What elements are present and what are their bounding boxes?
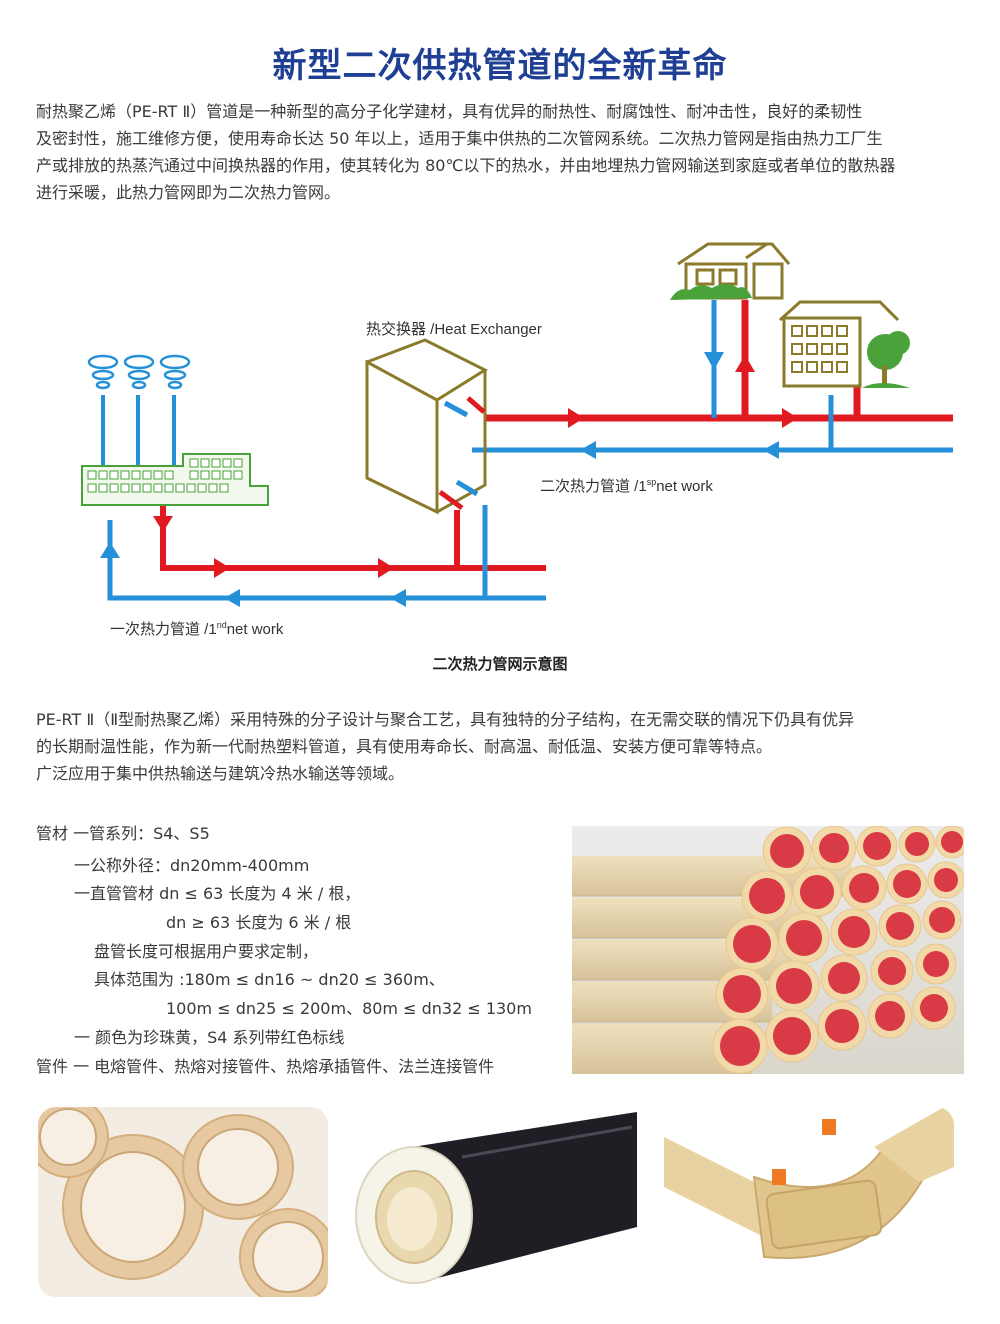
- factory-icon: [81, 453, 269, 506]
- spec-line-fittings: 管件 一 电熔管件、热熔对接管件、热熔承插管件、法兰连接管件: [36, 1057, 495, 1076]
- apartment-icon: [778, 300, 900, 388]
- spec-line-series: 管材 一管系列：S4、S5: [36, 824, 210, 843]
- exchanger-label: 热交换器 /Heat Exchanger: [366, 320, 542, 338]
- spec-line-coil: 盘管长度可根据用户要求定制，: [94, 942, 319, 961]
- secondary-network-label: 二次热力管道 /1spnet work: [540, 477, 713, 495]
- diagram-caption: 二次热力管网示意图: [432, 655, 568, 673]
- elbow-fitting-photo: [664, 1107, 954, 1297]
- tree-icon: [862, 331, 910, 388]
- spec-line-diameter: 一公称外径：dn20mm-400mm: [74, 856, 310, 875]
- spec-line-straight-2: dn ≥ 63 长度为 6 米 / 根: [166, 913, 352, 932]
- description-line: 广泛应用于集中供热输送与建筑冷热水输送等领域。: [36, 764, 405, 783]
- spec-line-color: 一 颜色为珍珠黄，S4 系列带红色标线: [74, 1028, 345, 1047]
- steam-icon: [87, 354, 191, 390]
- bush-icon: [670, 284, 752, 300]
- elbow-fitting-image: [664, 1107, 954, 1297]
- page-title: 新型二次供热管道的全新革命: [272, 46, 728, 86]
- spec-line-range: 具体范围为 :180m ≤ dn16 ~ dn20 ≤ 360m、: [94, 970, 445, 989]
- description-paragraph: PE-RT Ⅱ（Ⅱ型耐热聚乙烯）采用特殊的分子设计与聚合工艺，具有独特的分子结构…: [36, 706, 971, 787]
- chimney-pipes: [101, 395, 176, 465]
- secondary-cold-pipe: [472, 300, 953, 453]
- pipe-ends-image: [38, 1107, 328, 1297]
- intro-line: 产或排放的热蒸汽通过中间换热器的作用，使其转化为 80℃以下的热水，并由地埋热力…: [36, 156, 896, 175]
- intro-line: 及密封性，施工维修方便，使用寿命长达 50 年以上，适用于集中供热的二次管网系统…: [36, 129, 883, 148]
- flow-arrows: [100, 352, 798, 607]
- intro-paragraph: 耐热聚乙烯（PE-RT Ⅱ）管道是一种新型的高分子化学建材，具有优异的耐热性、耐…: [36, 98, 971, 206]
- heating-network-diagram: 热交换器 /Heat Exchanger 二次热力管道 /1spnet work…: [81, 242, 953, 638]
- insulated-pipe-photo: [352, 1107, 642, 1297]
- insulated-pipe-image: [352, 1107, 642, 1297]
- description-line: 的长期耐温性能，作为新一代耐热塑料管道，具有使用寿命长、耐高温、耐低温、安装方便…: [36, 737, 773, 756]
- primary-network-label: 一次热力管道 /1ndnet work: [110, 620, 284, 638]
- pipe-ends-photo: [38, 1107, 328, 1297]
- exchanger-connectors: [438, 396, 486, 511]
- pipe-stack-image: [572, 826, 964, 1074]
- spec-line-straight: 一直管管材 dn ≤ 63 长度为 4 米 / 根，: [74, 884, 361, 903]
- description-line: PE-RT Ⅱ（Ⅱ型耐热聚乙烯）采用特殊的分子设计与聚合工艺，具有独特的分子结构…: [36, 710, 855, 729]
- pipe-stack-photo: [572, 826, 964, 1074]
- intro-line: 耐热聚乙烯（PE-RT Ⅱ）管道是一种新型的高分子化学建材，具有优异的耐热性、耐…: [36, 102, 863, 121]
- primary-cold-pipe: [107, 505, 546, 601]
- primary-hot-pipe: [160, 498, 546, 571]
- spec-line-range-2: 100m ≤ dn25 ≤ 200m、80m ≤ dn32 ≤ 130m: [166, 999, 532, 1018]
- intro-line: 进行采暖，此热力管网即为二次热力管网。: [36, 183, 341, 202]
